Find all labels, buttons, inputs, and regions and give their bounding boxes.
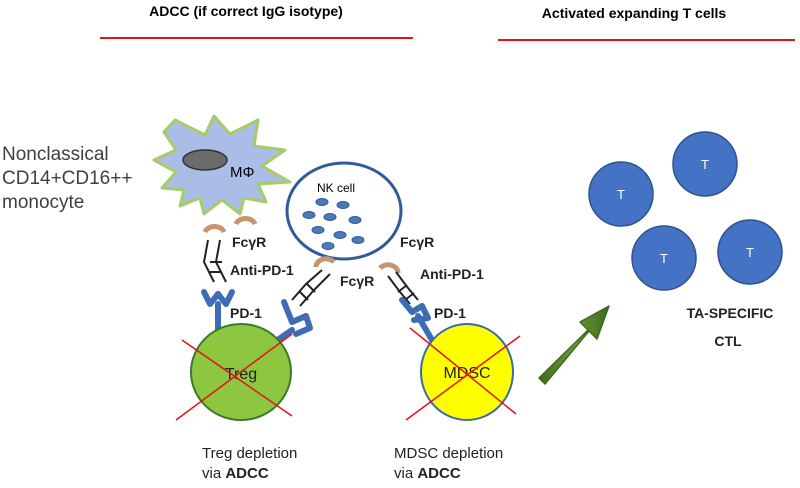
pd1-receptor-right <box>399 297 435 343</box>
header-adcc: ADCC (if correct IgG isotype) <box>149 3 343 19</box>
anti-pd1-label-left: Anti-PD-1 <box>230 262 294 278</box>
monocyte-label-line3: monocyte <box>2 192 84 213</box>
t-cell-1: T <box>588 161 654 227</box>
t-cell-1-label: T <box>617 187 625 202</box>
mdsc-cross <box>405 327 521 421</box>
fcgr-label-left: FcγR <box>232 234 266 250</box>
anti-pd1-label-right: Anti-PD-1 <box>420 266 484 282</box>
pd1-receptor-left <box>201 289 235 333</box>
fcgr-label-center: FcγR <box>340 273 374 289</box>
mdsc-cell <box>420 323 514 421</box>
t-cell-2-label: T <box>701 157 709 172</box>
treg-caption-line1: Treg depletion <box>202 445 297 462</box>
t-cell-3: T <box>631 225 697 291</box>
header-activated: Activated expanding T cells <box>542 5 727 21</box>
treg-cross <box>175 333 293 421</box>
macrophage-label: MΦ <box>230 164 254 181</box>
nk-cell-label: NK cell <box>317 181 355 195</box>
treg-label: Treg <box>225 366 257 383</box>
mdsc-caption-line2: via ADCC <box>394 465 461 482</box>
fcgr-receptor-nk-1 <box>313 256 336 268</box>
pd1-label-right: PD-1 <box>434 305 466 321</box>
ctl-caption-line2: CTL <box>714 333 742 349</box>
fcgr-receptor-mphi-1 <box>202 224 227 234</box>
t-cell-4: T <box>717 219 783 285</box>
t-cell-4-label: T <box>746 245 754 260</box>
t-cell-2: T <box>672 131 738 197</box>
nk-granules <box>302 198 365 250</box>
fcgr-receptor-nk-2 <box>378 262 401 274</box>
ctl-caption-line1: TA-SPECIFIC <box>687 305 774 321</box>
mdsc-caption-line1: MDSC depletion <box>394 445 503 462</box>
antibody-left <box>202 239 227 283</box>
t-cell-3-label: T <box>660 251 668 266</box>
antibody-right <box>387 271 419 305</box>
fcgr-receptor-mphi-2 <box>233 216 258 226</box>
antibody-center <box>291 269 331 307</box>
expansion-arrow <box>538 305 610 385</box>
pd1-label-left: PD-1 <box>230 305 262 321</box>
treg-caption-line2: via ADCC <box>202 465 269 482</box>
monocyte-label-line2: CD14+CD16++ <box>2 168 132 189</box>
macrophage-nucleus <box>182 149 228 171</box>
monocyte-label-line1: Nonclassical <box>2 144 109 165</box>
fcgr-label-right: FcγR <box>400 234 434 250</box>
nk-cell <box>285 161 403 261</box>
